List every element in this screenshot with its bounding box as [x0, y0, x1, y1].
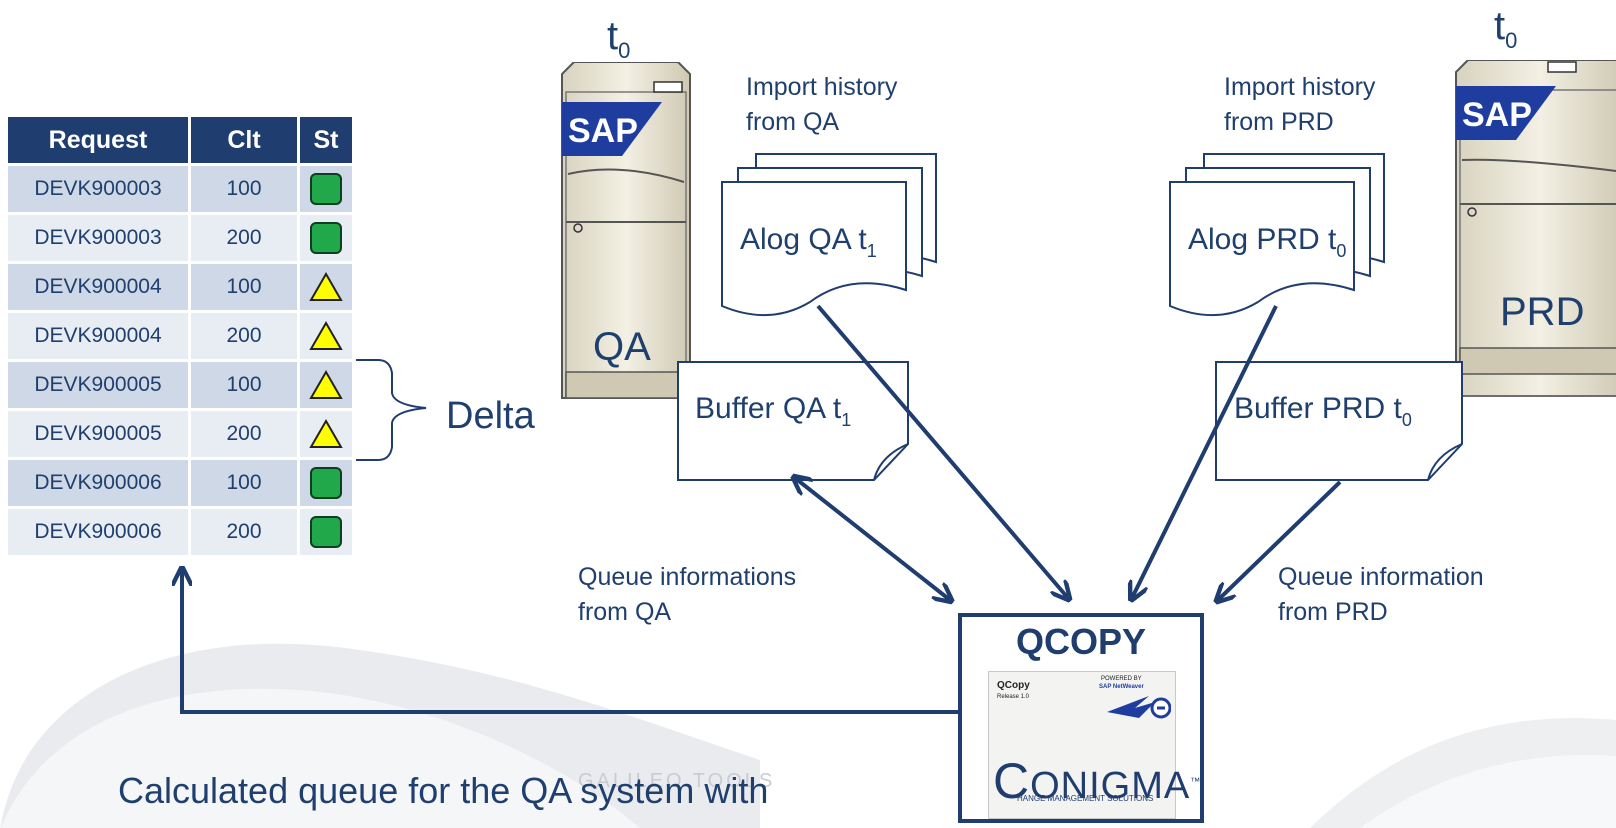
cell-request: DEVK900005: [8, 411, 191, 457]
cell-status: [300, 362, 352, 408]
cell-request: DEVK900006: [8, 460, 191, 506]
cell-request: DEVK900005: [8, 362, 191, 408]
qcopy-card-title: QCopy: [997, 680, 1030, 691]
qa-buffer-document: [677, 361, 909, 481]
cell-client: 200: [191, 215, 300, 261]
cell-request: DEVK900004: [8, 313, 191, 359]
status-warning-icon: [309, 272, 343, 301]
delta-brace: [356, 359, 427, 461]
qcopy-card-release: Release 1.0: [997, 694, 1030, 700]
arrow-qa-alog-to-qcopy: [816, 304, 1068, 598]
status-green-icon: [310, 516, 342, 548]
qa-alog-document-stack: [721, 153, 937, 316]
cell-request: DEVK900003: [8, 166, 191, 212]
cell-client: 100: [191, 362, 300, 408]
svg-text:SAP: SAP: [1462, 96, 1532, 134]
arrow-qa-buffer-qcopy: [795, 478, 950, 600]
cell-status: [300, 215, 352, 261]
status-warning-icon: [309, 419, 343, 448]
caption-text: Calculated queue for the QA system with: [118, 770, 769, 811]
cell-client: 200: [191, 313, 300, 359]
qa-server-label: QA: [593, 325, 651, 369]
header-status: St: [300, 117, 352, 163]
powered-by-label: POWERED BY: [1101, 676, 1142, 682]
qa-sap-logo: SAP: [562, 102, 662, 156]
header-request: Request: [8, 117, 191, 163]
cell-status: [300, 313, 352, 359]
cell-request: DEVK900006: [8, 509, 191, 555]
cell-status: [300, 509, 352, 555]
status-warning-icon: [309, 370, 343, 399]
watermark-text: GALILEO TOOLS: [578, 770, 776, 792]
prd-buffer-label: Buffer PRD t0: [1234, 392, 1412, 430]
qa-buffer-label: Buffer QA t1: [695, 392, 852, 430]
prd-time-label: t0: [1494, 4, 1518, 53]
status-green-icon: [310, 173, 342, 205]
table-header-row: Request Clt St: [8, 117, 352, 163]
delta-label: Delta: [446, 395, 535, 437]
cell-request: DEVK900004: [8, 264, 191, 310]
prd-server-icon: [1455, 60, 1616, 397]
header-client: Clt: [191, 117, 300, 163]
conigma-tagline: HANGE MANAGEMENT SOLUTIONS: [1017, 794, 1154, 803]
prd-alog-document-stack: [1169, 153, 1385, 316]
prd-buffer-document: [1215, 361, 1463, 481]
qcopy-product-card: QCopy Release 1.0 POWERED BY SAP NetWeav…: [988, 671, 1200, 819]
arrow-qcopy-to-table: [182, 570, 958, 714]
cell-client: 100: [191, 460, 300, 506]
cell-client: 100: [191, 166, 300, 212]
prd-server-label: PRD: [1500, 290, 1585, 334]
cell-status: [300, 166, 352, 212]
status-warning-icon: [309, 321, 343, 350]
cell-status: [300, 411, 352, 457]
cell-client: 200: [191, 411, 300, 457]
cell-status: [300, 460, 352, 506]
svg-text:SAP: SAP: [568, 112, 638, 150]
qcopy-title: QCOPY: [1015, 621, 1147, 662]
qcopy-box: QCOPY QCopy Release 1.0 POWERED BY SAP N…: [958, 613, 1204, 823]
conigma-logo: CONIGMA™: [993, 753, 1202, 809]
cell-client: 100: [191, 264, 300, 310]
qa-time-label: t0: [607, 14, 631, 63]
arrow-prd-buffer-to-qcopy: [1218, 480, 1342, 600]
status-green-icon: [310, 467, 342, 499]
qa-alog-label: Alog QA t1: [740, 223, 877, 261]
netweaver-label: SAP NetWeaver: [1099, 684, 1144, 690]
netweaver-logo-icon: [1107, 696, 1171, 719]
cell-request: DEVK900003: [8, 215, 191, 261]
prd-sap-logo: SAP: [1456, 86, 1556, 140]
arrow-prd-alog-to-qcopy: [1132, 305, 1278, 598]
cell-status: [300, 264, 352, 310]
cell-client: 200: [191, 509, 300, 555]
status-green-icon: [310, 222, 342, 254]
prd-alog-label: Alog PRD t0: [1188, 223, 1347, 261]
